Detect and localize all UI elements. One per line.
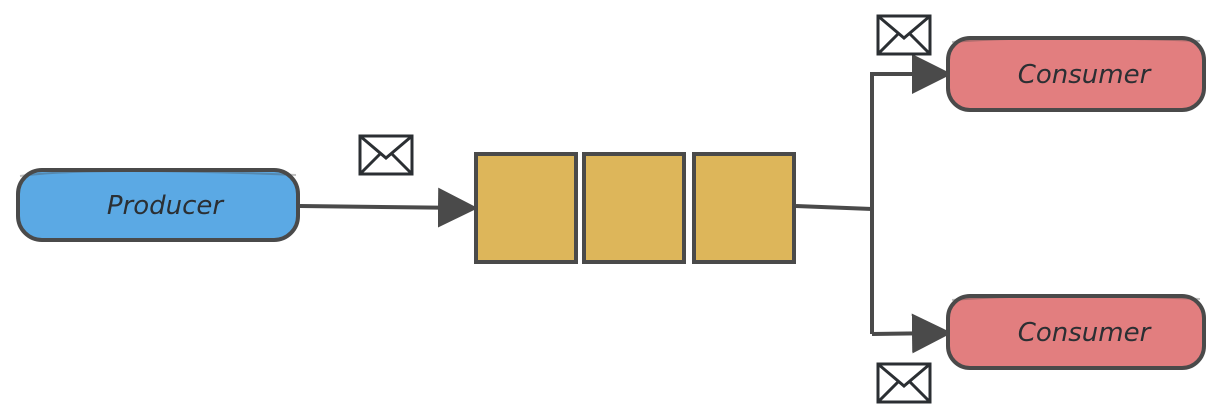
arrow-to-consumer-2 <box>871 313 952 354</box>
consumer-box <box>946 36 1206 112</box>
consumer-label: Consumer <box>1018 60 1153 90</box>
queue <box>474 152 796 264</box>
consumer-sketch-line <box>951 295 1201 301</box>
producer-to-queue-arrow <box>299 187 478 228</box>
queue-slot <box>474 152 578 264</box>
consumer-box <box>946 294 1206 370</box>
producer-node: Producer <box>16 168 300 242</box>
producer-label: Producer <box>107 191 226 221</box>
envelope-icon <box>876 362 932 404</box>
envelope-icon <box>358 134 414 176</box>
queue-slot <box>582 152 686 264</box>
queue-slot <box>692 152 796 264</box>
queue-output-line <box>795 204 873 211</box>
producer-sketch-line <box>19 169 297 177</box>
consumer-sketch-line <box>951 37 1201 43</box>
producer-box <box>16 168 300 242</box>
consumer-node-1: Consumer <box>946 36 1206 112</box>
envelope-icon <box>876 14 932 56</box>
consumer-node-2: Consumer <box>946 294 1206 370</box>
consumer-label: Consumer <box>1018 318 1153 348</box>
